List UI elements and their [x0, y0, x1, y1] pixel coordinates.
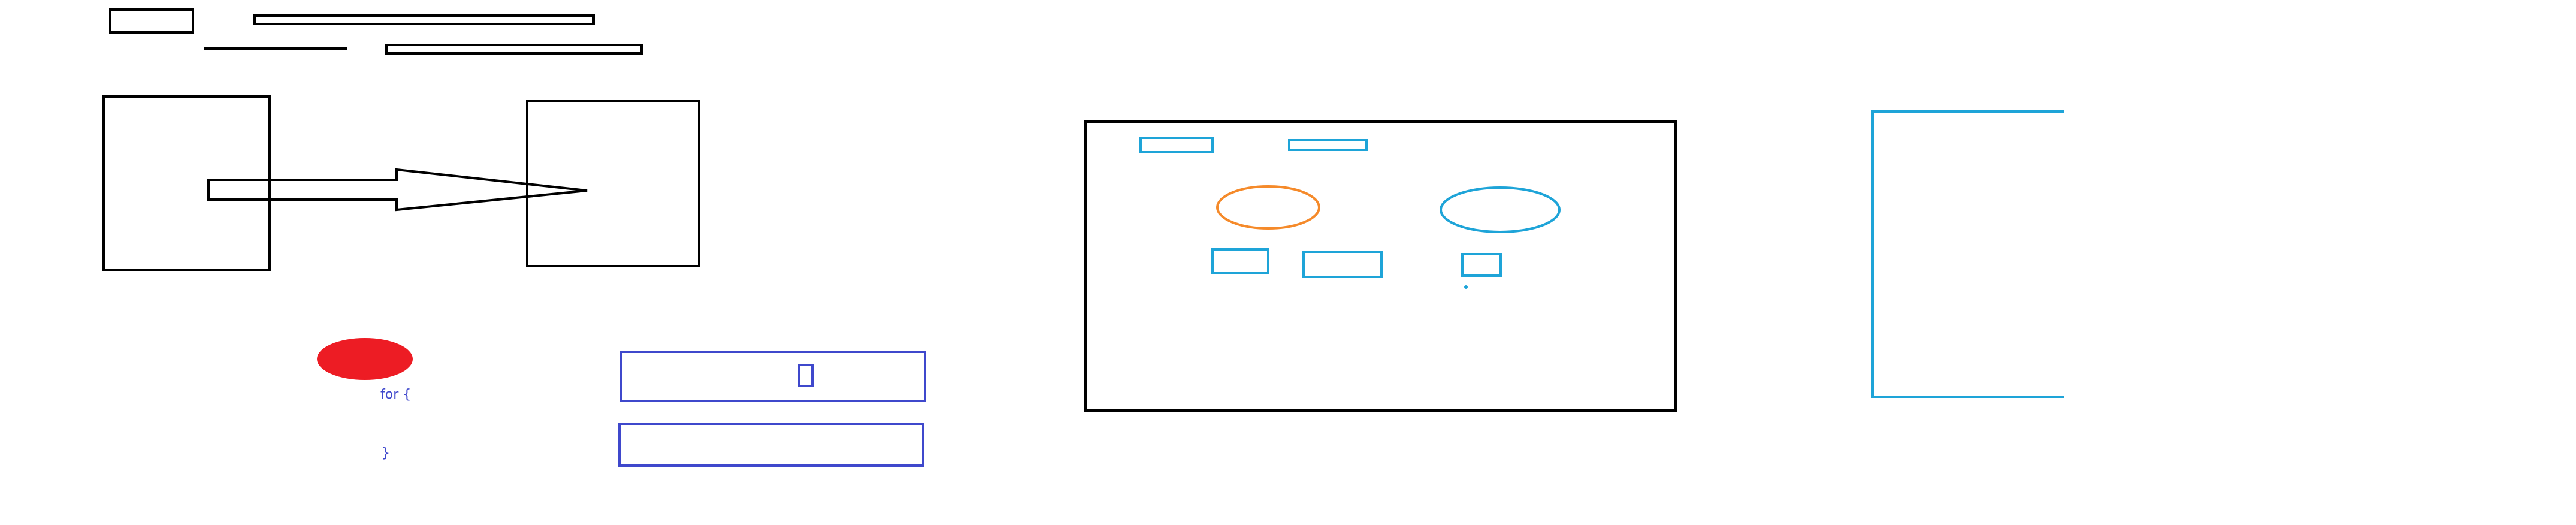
- right-box: [526, 100, 700, 267]
- code-line-for: for {: [380, 387, 411, 402]
- orange-ellipse: [1216, 185, 1320, 230]
- blue-rect-upper: [620, 351, 926, 402]
- cyan-small-box-3: [1461, 253, 1502, 277]
- blue-rect-lower: [618, 423, 924, 467]
- cyan-tab-1: [1139, 137, 1214, 153]
- top-small-rect: [109, 8, 194, 34]
- text-cursor-box: [798, 364, 814, 387]
- code-line-close-brace: }: [382, 446, 390, 461]
- top-long-bar-2: [385, 44, 643, 55]
- cyan-small-box-1: [1211, 248, 1269, 274]
- cyan-bracket: [1871, 110, 2064, 398]
- red-filled-ellipse: [317, 338, 413, 380]
- central-frame: [1084, 120, 1677, 412]
- arrow-shape: [207, 168, 588, 212]
- cyan-tab-2: [1288, 139, 1368, 151]
- cyan-ellipse: [1440, 186, 1561, 233]
- cyan-small-box-2: [1302, 251, 1383, 278]
- top-long-bar-1: [253, 14, 595, 25]
- cyan-dot: [1464, 285, 1468, 289]
- left-box: [102, 95, 271, 271]
